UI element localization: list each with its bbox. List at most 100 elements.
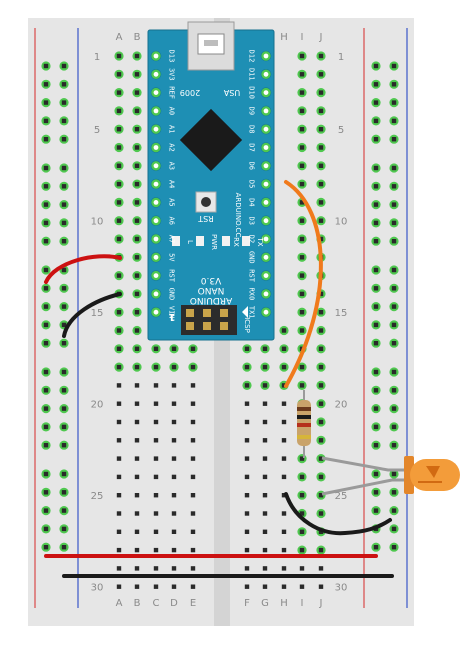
rail-hole bbox=[61, 545, 67, 550]
rail-hole bbox=[391, 202, 397, 207]
strip-hole bbox=[153, 364, 159, 370]
nano-pin bbox=[153, 309, 159, 315]
strip-hole bbox=[299, 511, 305, 516]
rail-hole bbox=[43, 100, 49, 105]
usb-port-tongue bbox=[204, 40, 218, 46]
rail-hole bbox=[43, 304, 49, 309]
rail-hole bbox=[61, 526, 67, 532]
strip-hole bbox=[116, 364, 122, 370]
strip-hole bbox=[281, 529, 287, 534]
strip-hole bbox=[318, 218, 324, 223]
strip-hole bbox=[262, 566, 268, 571]
strip-hole bbox=[134, 328, 140, 333]
nano-pin bbox=[263, 273, 269, 278]
rail-hole bbox=[373, 100, 379, 105]
strip-hole bbox=[134, 273, 140, 278]
strip-hole bbox=[318, 200, 324, 205]
nano-pin bbox=[263, 309, 269, 315]
strip-hole bbox=[299, 383, 305, 388]
nano-pin bbox=[263, 145, 269, 150]
nano-model-line2: NANO bbox=[198, 285, 225, 295]
icsp-pin bbox=[186, 309, 194, 317]
strip-hole bbox=[153, 419, 159, 425]
strip-hole bbox=[116, 72, 122, 77]
rail-hole bbox=[373, 443, 379, 448]
strip-hole bbox=[262, 438, 268, 443]
row-number: 1 bbox=[338, 52, 344, 63]
nano-pin bbox=[153, 90, 159, 95]
strip-hole bbox=[153, 566, 159, 571]
strip-hole bbox=[190, 364, 196, 370]
column-letter: A bbox=[116, 32, 123, 43]
nano-pin-label-right: D6 bbox=[248, 162, 256, 170]
strip-hole bbox=[281, 474, 287, 480]
icsp-pin bbox=[220, 309, 228, 317]
strip-hole bbox=[244, 566, 250, 571]
rail-hole bbox=[373, 471, 379, 477]
strip-hole bbox=[116, 438, 122, 443]
strip-hole bbox=[318, 364, 324, 370]
wire-red-top bbox=[44, 254, 122, 284]
rail-hole bbox=[391, 526, 397, 532]
rail-hole bbox=[61, 165, 67, 171]
rail-hole bbox=[391, 369, 397, 375]
nano-led-label-l: L bbox=[186, 240, 194, 244]
strip-hole bbox=[153, 456, 159, 461]
strip-hole bbox=[244, 401, 250, 406]
strip-hole bbox=[299, 200, 305, 205]
nano-pin-label-left: 3V3 bbox=[168, 68, 176, 81]
strip-hole bbox=[299, 90, 305, 95]
rail-hole bbox=[43, 388, 49, 393]
row-number: 10 bbox=[335, 217, 348, 228]
nano-pin-label-right: D10 bbox=[248, 86, 256, 99]
rail-hole bbox=[373, 322, 379, 328]
nano-pin bbox=[153, 163, 159, 169]
microcontroller-chip bbox=[179, 108, 243, 172]
strip-hole bbox=[262, 584, 268, 589]
rail-hole bbox=[43, 322, 49, 328]
rail-hole bbox=[43, 471, 49, 477]
nano-pin-label-right: D11 bbox=[248, 68, 256, 81]
strip-hole bbox=[116, 547, 122, 553]
rail-hole bbox=[43, 63, 49, 69]
column-letter: H bbox=[280, 598, 288, 609]
rail-hole bbox=[43, 220, 49, 226]
rail-hole bbox=[61, 490, 67, 495]
rail-hole bbox=[61, 63, 67, 69]
rail-hole bbox=[391, 406, 397, 411]
strip-hole bbox=[299, 474, 305, 480]
resistor-band bbox=[297, 407, 311, 411]
rail-hole bbox=[391, 239, 397, 244]
strip-hole bbox=[171, 493, 177, 498]
strip-hole bbox=[171, 547, 177, 553]
rail-hole bbox=[391, 388, 397, 393]
strip-hole bbox=[262, 419, 268, 425]
strip-hole bbox=[190, 584, 196, 589]
strip-hole bbox=[134, 493, 140, 498]
rail-hole bbox=[373, 137, 379, 142]
rail-hole bbox=[43, 267, 49, 273]
column-letter: G bbox=[261, 598, 269, 609]
rail-hole bbox=[43, 443, 49, 448]
nano-pin-label-right: D9 bbox=[248, 107, 256, 115]
strip-hole bbox=[299, 529, 305, 534]
strip-hole bbox=[318, 291, 324, 297]
breadboard-labels: AABBCCDDEEFFGGHHIIJJ11551010151520202525… bbox=[91, 32, 348, 609]
strip-hole bbox=[244, 346, 250, 351]
strip-hole bbox=[171, 419, 177, 425]
strip-hole bbox=[134, 218, 140, 223]
rail-hole bbox=[391, 424, 397, 430]
strip-hole bbox=[116, 584, 122, 589]
strip-hole bbox=[318, 511, 324, 516]
strip-hole bbox=[116, 273, 122, 278]
strip-hole bbox=[153, 401, 159, 406]
strip-hole bbox=[318, 236, 324, 242]
column-letter: J bbox=[319, 598, 323, 609]
nano-pin-label-left: VIN bbox=[168, 306, 176, 319]
strip-hole bbox=[318, 53, 324, 59]
strip-hole bbox=[153, 529, 159, 534]
nano-pin bbox=[153, 126, 159, 132]
strip-hole bbox=[116, 108, 122, 114]
strip-hole bbox=[153, 346, 159, 351]
strip-hole bbox=[171, 566, 177, 571]
